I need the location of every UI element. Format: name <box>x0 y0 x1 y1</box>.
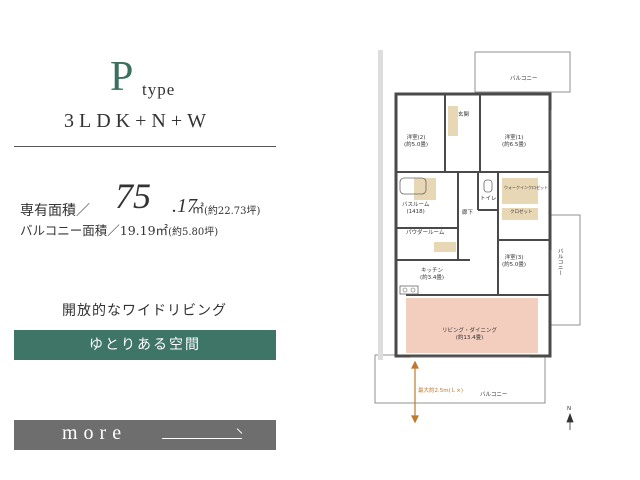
exclusive-area-unit: ㎡ <box>192 202 205 216</box>
title-divider <box>14 146 276 147</box>
room-bedroom1-name: 洋室(1) <box>504 135 524 141</box>
room-bedroom2-size: (約5.0畳) <box>404 141 429 148</box>
room-bedroom1: 洋室(1) (約6.5畳) <box>502 135 526 148</box>
balcony-area-tsubo: (約5.80坪) <box>168 227 219 238</box>
type-letter: P <box>110 54 134 100</box>
room-kitchen: キッチン (約3.4畳) <box>420 268 444 281</box>
stove <box>399 285 419 295</box>
room-walk-in: ウォークインクロゼット <box>504 185 548 190</box>
balcony-area-label: バルコニー面積／ <box>20 223 120 238</box>
balcony-top-outline <box>474 51 571 93</box>
room-kitchen-name: キッチン <box>421 268 444 274</box>
balcony-side-outline <box>549 214 581 326</box>
room-entrance: 玄関 <box>458 112 470 118</box>
floor-plan[interactable]: 玄関 洋室(2) (約5.0畳) 洋室(1) (約6.5畳) バスルーム (14… <box>370 50 590 440</box>
exclusive-area-tsubo: (約22.73坪) <box>204 206 261 217</box>
more-button[interactable]: more <box>14 420 276 450</box>
closet <box>502 208 538 220</box>
toilet-fixture <box>483 179 493 193</box>
feature-heading: 開放的なワイドリビング <box>62 303 227 319</box>
balcony-area: バルコニー面積／19.19㎡(約5.80坪) <box>20 220 218 239</box>
label-balcony-bottom: バルコニー <box>480 392 508 398</box>
label-balcony-top: バルコニー <box>510 76 538 82</box>
room-bedroom2-name: 洋室(2) <box>406 135 426 141</box>
arrow-right-icon <box>162 438 242 439</box>
north-icon: N <box>567 406 572 412</box>
exclusive-area-label: 専有面積／ <box>20 203 90 219</box>
room-living-name: リビング・ダイニング <box>442 328 498 334</box>
room-closet: クロゼット <box>510 210 533 215</box>
room-powder: パウダールーム <box>406 230 445 236</box>
layout-code: 3LDK+N+W <box>64 110 211 132</box>
balcony-bottom-outline <box>374 354 546 404</box>
room-bathroom: バスルーム (1418) <box>402 202 429 215</box>
more-button-label: more <box>62 422 128 444</box>
exclusive-area-value-decimal: .17 <box>172 195 197 217</box>
balcony-area-value: 19.19㎡ <box>119 223 169 238</box>
room-living: リビング・ダイニング (約13.4畳) <box>442 328 497 341</box>
exclusive-area-value-main: 75 <box>115 176 151 216</box>
room-bedroom3-name: 洋室(3) <box>504 255 524 261</box>
room-living-size: (約13.4畳) <box>455 334 484 341</box>
floor-plan-drawing <box>374 50 581 430</box>
room-bathroom-name: バスルーム <box>402 202 430 208</box>
type-word: type <box>142 80 176 99</box>
storage-entry <box>448 106 458 136</box>
storage-bath <box>414 178 436 200</box>
living-floor <box>406 298 538 353</box>
room-kitchen-size: (約3.4畳) <box>420 274 445 281</box>
room-bedroom2: 洋室(2) (約5.0畳) <box>404 135 428 148</box>
exclusive-area: 専有面積／ 75 .17 ㎡ (約22.73坪) <box>20 176 300 219</box>
left-column <box>378 50 383 360</box>
feature-bar: ゆとりある空間 <box>14 330 276 360</box>
label-max-span: 最大約2.5m(Ｌ×) <box>418 388 464 394</box>
walk-in-closet <box>502 178 538 204</box>
room-bedroom3-size: (約5.0畳) <box>502 261 527 268</box>
storage-powder <box>434 242 456 252</box>
room-hall: 廊下 <box>462 210 474 216</box>
room-bathroom-size: (1418) <box>406 208 425 215</box>
bathtub <box>399 177 427 195</box>
label-balcony-side: バルコニー <box>556 248 563 276</box>
room-bedroom1-size: (約6.5畳) <box>502 141 527 148</box>
room-toilet: トイレ <box>480 196 497 202</box>
room-bedroom3: 洋室(3) (約5.0畳) <box>502 255 526 268</box>
